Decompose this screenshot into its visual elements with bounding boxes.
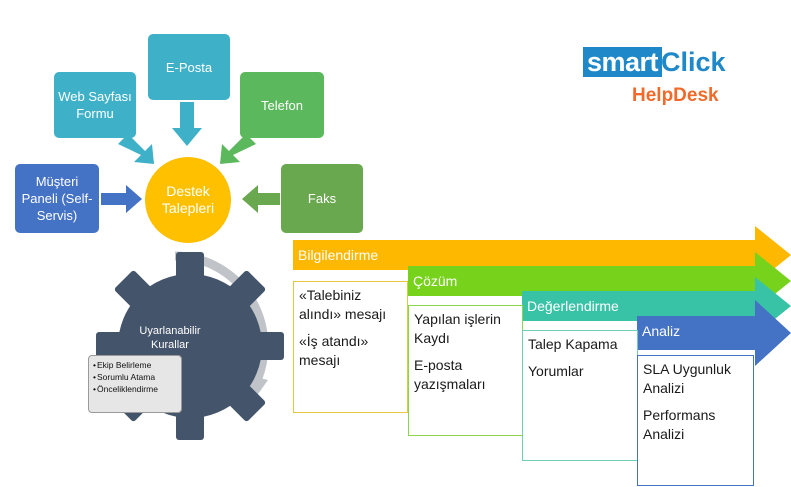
logo-helpdesk: HelpDesk (632, 85, 719, 106)
stage-item: Yorumlar (528, 363, 584, 379)
channel-phone: Telefon (240, 72, 324, 138)
stage-title-degerlendirme: Değerlendirme (527, 298, 619, 314)
stage-item: Talep Kapama (528, 336, 618, 352)
arrow-self-to-hub (101, 185, 142, 213)
channel-email: E-Posta (148, 34, 230, 100)
panel-bilgilendirme: «Talebiniz alındı» mesajı «İş atandı» me… (293, 281, 408, 413)
channel-self-service: Müşteri Paneli (Self-Servis) (15, 164, 99, 233)
logo-click: Click (661, 47, 726, 77)
stage-item: «Talebiniz alındı» mesajı (299, 287, 387, 322)
stage-item: «İş atandı» mesajı (299, 333, 369, 368)
arrow-email-to-hub (172, 102, 202, 146)
stage-item: Performans Analizi (643, 407, 716, 442)
support-requests-hub: Destek Talepleri (145, 157, 231, 243)
stage-title-analiz: Analiz (642, 323, 681, 339)
channel-web-form: Web Sayfası Formu (54, 72, 136, 138)
stage-item: Yapılan işlerin Kaydı (414, 311, 501, 346)
rule-item: Önceliklendirme (93, 383, 177, 395)
rules-list: Ekip Belirleme Sorumlu Atama Önceliklend… (88, 355, 182, 413)
arrow-phone-to-hub (220, 134, 256, 164)
stage-item: E-posta yazışmaları (414, 357, 486, 392)
stage-title-cozum: Çözüm (413, 273, 458, 289)
rule-item: Sorumlu Atama (93, 371, 177, 383)
logo-smart: smart (583, 47, 663, 77)
panel-cozum: Yapılan işlerin Kaydı E-posta yazışmalar… (408, 305, 523, 436)
panel-degerlendirme: Talep Kapama Yorumlar (522, 330, 638, 461)
stage-arrow-analiz (637, 300, 791, 366)
arrow-web-to-hub (118, 134, 154, 164)
arrow-fax-to-hub (242, 185, 280, 213)
channel-fax: Faks (281, 164, 363, 233)
stage-title-bilgilendirme: Bilgilendirme (298, 247, 379, 263)
gear-title: Uyarlanabilir Kurallar (139, 325, 201, 351)
panel-analiz: SLA Uygunluk Analizi Performans Analizi (637, 355, 754, 486)
rule-item: Ekip Belirleme (93, 359, 177, 371)
stage-item: SLA Uygunluk Analizi (643, 361, 731, 396)
